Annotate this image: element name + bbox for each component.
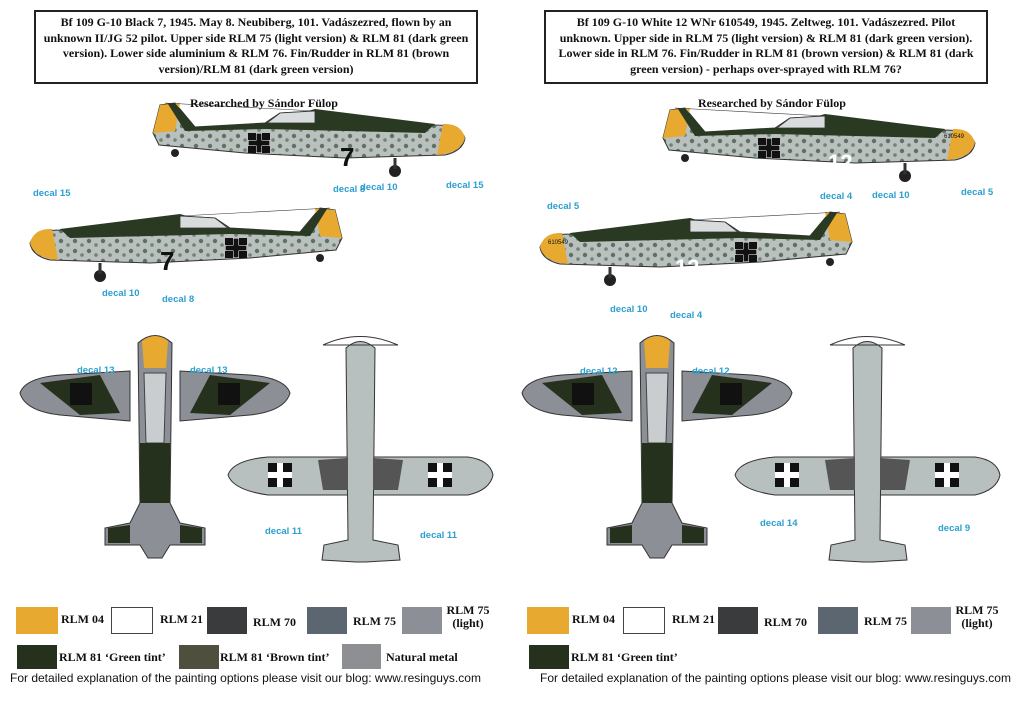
fuselage-number-left-port: 7 <box>160 246 174 276</box>
decal-label: decal 10 <box>360 182 398 193</box>
swatch-rlm75-light <box>911 607 951 634</box>
legend-label: RLM 81 ‘Brown tint’ <box>220 650 330 664</box>
decal-label: decal 13 <box>190 365 228 376</box>
decal-label: decal 14 <box>760 518 798 529</box>
swatch-rlm75-light <box>402 607 442 634</box>
decal-label: decal 10 <box>872 190 910 201</box>
swatch-rlm04 <box>16 607 58 634</box>
werknummer-starboard: 610549 <box>944 134 965 140</box>
swatch-rlm75 <box>818 607 858 634</box>
decal-label: decal 13 <box>77 365 115 376</box>
decal-label: decal 15 <box>33 188 71 199</box>
swatch-natural-metal <box>342 644 381 669</box>
left-side-view-starboard <box>151 101 467 179</box>
decal-label: decal 4 <box>670 310 703 321</box>
fuselage-number-left-starboard: 7 <box>340 142 354 172</box>
left-researched-by: Researched by Sándor Fülop <box>190 96 338 110</box>
decal-label: decal 9 <box>938 523 971 534</box>
right-top-view <box>521 335 793 559</box>
legend-label: RLM 21 <box>672 612 715 626</box>
legend-label: RLM 81 ‘Green tint’ <box>59 650 166 664</box>
swatch-rlm04 <box>527 607 569 634</box>
decal-label: decal 4 <box>820 191 853 202</box>
legend-label: RLM 70 <box>764 615 807 629</box>
legend-label: RLM 81 ‘Green tint’ <box>571 650 678 664</box>
werknummer-port: 610549 <box>548 240 569 246</box>
right-researched-by: Researched by Sándor Fülop <box>698 96 846 110</box>
decal-label: decal 11 <box>265 526 302 537</box>
decal-label: decal 10 <box>610 304 648 315</box>
right-scheme-description: Bf 109 G-10 White 12 WNr 610549, 1945. Z… <box>544 10 988 84</box>
right-footer-note: For detailed explanation of the painting… <box>540 671 1011 685</box>
swatch-rlm70 <box>718 607 758 634</box>
decal-label: decal 11 <box>420 530 457 541</box>
left-scheme-description: Bf 109 G-10 Black 7, 1945. May 8. Neubib… <box>34 10 478 84</box>
left-top-view <box>19 335 291 559</box>
left-footer-note: For detailed explanation of the painting… <box>10 671 481 685</box>
legend-label: RLM 75 <box>353 614 396 628</box>
decal-label: decal 8 <box>162 294 195 305</box>
right-side-view-starboard <box>661 106 977 184</box>
legend-label: RLM 75 (light) <box>446 603 490 630</box>
swatch-rlm81-green <box>17 645 57 669</box>
swatch-rlm70 <box>207 607 247 634</box>
swatch-rlm21 <box>623 607 665 634</box>
legend-label: RLM 70 <box>253 615 296 629</box>
decal-label: decal 12 <box>692 366 730 377</box>
decal-label: decal 5 <box>961 187 994 198</box>
swatch-rlm75 <box>307 607 347 634</box>
decal-label: decal 12 <box>580 366 618 377</box>
swatch-rlm21 <box>111 607 153 634</box>
legend-label: Natural metal <box>386 650 458 664</box>
swatch-rlm81-brown <box>179 645 219 669</box>
legend-label: RLM 75 <box>864 614 907 628</box>
swatch-rlm81-green <box>529 645 569 669</box>
left-side-view-port <box>28 206 344 284</box>
decal-label: decal 5 <box>547 201 580 212</box>
legend-label: RLM 75 (light) <box>955 603 999 630</box>
fuselage-number-right-starboard: 12 <box>828 150 852 175</box>
fuselage-number-right-port: 12 <box>675 255 699 280</box>
decal-label: decal 15 <box>446 180 484 191</box>
legend-label: RLM 21 <box>160 612 203 626</box>
legend-label: RLM 04 <box>572 612 615 626</box>
legend-label: RLM 04 <box>61 612 104 626</box>
decal-label: decal 10 <box>102 288 140 299</box>
decal-label: decal 8 <box>333 184 366 195</box>
